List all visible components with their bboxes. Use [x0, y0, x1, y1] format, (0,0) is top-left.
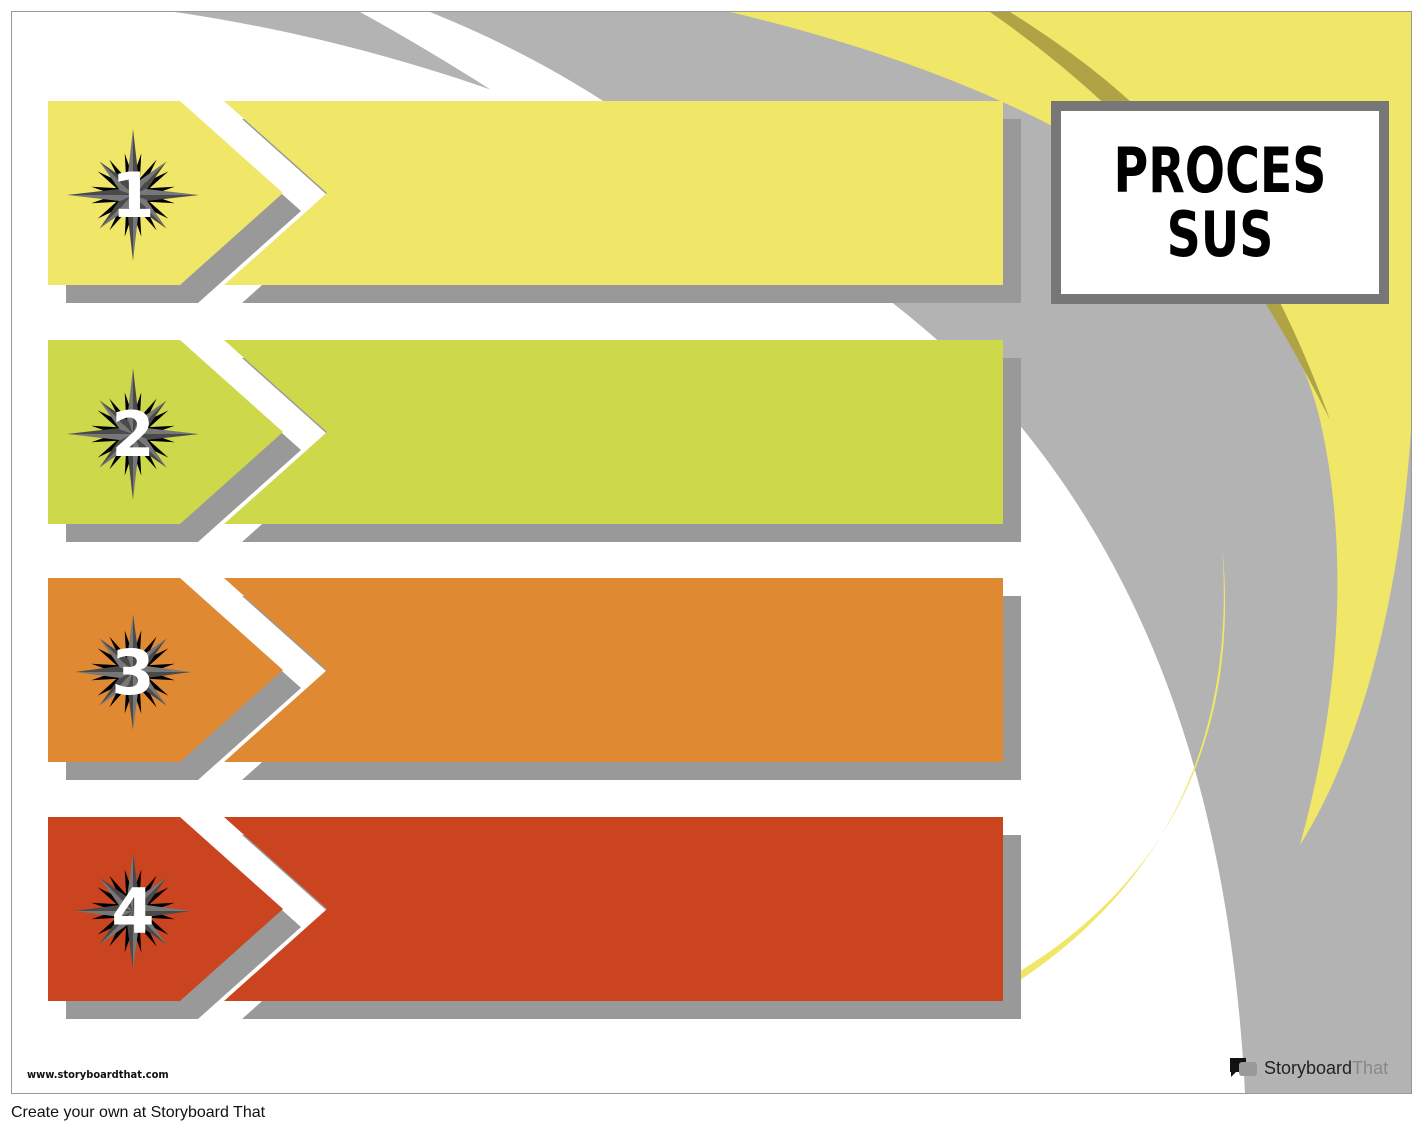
- star-badge-icon: [67, 368, 199, 500]
- step-number: 2: [111, 398, 154, 471]
- footer-link[interactable]: Create your own at Storyboard That: [11, 1104, 266, 1121]
- star-badge-icon: [67, 129, 199, 261]
- title-text: PROCESSUS: [1113, 133, 1327, 271]
- step-bar[interactable]: [224, 101, 1003, 285]
- step-4[interactable]: 4: [48, 817, 1021, 1019]
- brand-storyboard: Storyboard: [1264, 1057, 1353, 1078]
- step-bar[interactable]: [224, 578, 1003, 762]
- step-number: 4: [111, 875, 154, 948]
- step-1[interactable]: 1: [48, 101, 1021, 303]
- watermark-url: www.storyboardthat.com: [27, 1068, 169, 1081]
- step-number: 3: [111, 636, 154, 709]
- frame-border: [11, 11, 1412, 1094]
- brand-that: That: [1352, 1057, 1389, 1078]
- step-bar[interactable]: [224, 340, 1003, 524]
- step-number: 1: [111, 159, 154, 232]
- storyboardthat-logo: StoryboardThat: [1228, 1056, 1388, 1080]
- step-3[interactable]: 3: [48, 578, 1021, 780]
- star-badge-icon: [75, 853, 191, 969]
- title-box[interactable]: PROCESSUS: [1051, 101, 1389, 304]
- star-badge-icon: [75, 614, 191, 730]
- step-bar[interactable]: [224, 817, 1003, 1001]
- step-2[interactable]: 2: [48, 340, 1021, 542]
- speech-bubbles-icon: [1230, 1058, 1257, 1077]
